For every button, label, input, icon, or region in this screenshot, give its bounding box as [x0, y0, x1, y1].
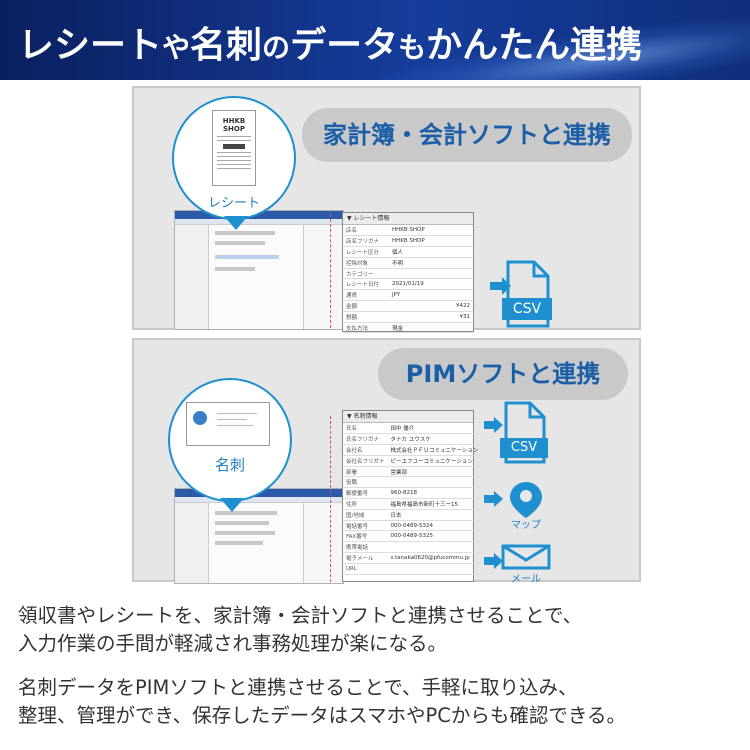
mail-icon: メール	[500, 544, 552, 585]
table-row: URL	[343, 563, 482, 575]
csv-file-icon: CSV	[500, 400, 548, 466]
arrow-right-icon	[484, 417, 503, 433]
business-card-description: 名刺データをPIMソフトと連携させることで、手軽に取り込み、 整理、管理ができ、…	[18, 676, 627, 727]
page-title: レシートや名刺のデータもかんたん連携	[18, 25, 643, 66]
table-row: 控除対象不明	[343, 257, 473, 269]
map-pin-icon: マップ	[506, 480, 546, 531]
table-row: 税額¥31	[343, 311, 473, 323]
business-card-integration-panel: PIMソフトと連携 名刺 ▼ 名刺情報 氏名田中 優介 氏名フリガナタナカ ユウ…	[132, 338, 641, 585]
table-row: レシート区分個人	[343, 246, 473, 258]
table-row: 金額¥422	[343, 300, 473, 312]
table-row: 役職	[343, 476, 482, 489]
arrow-right-icon	[490, 277, 511, 295]
table-row: 会社名フリガナピーエフユーコミュニケーション	[343, 455, 482, 467]
table-row: カテゴリー	[343, 268, 473, 280]
arrow-right-icon	[484, 553, 503, 569]
table-row: 携帯電話	[343, 541, 482, 554]
table-row: 国/地域日本	[343, 509, 482, 521]
table-row: 氏名フリガナタナカ ユウスケ	[343, 433, 482, 446]
table-row: 会社名株式会社ＰＦＵコミュニケーション	[343, 444, 482, 456]
header-banner: レシートや名刺のデータもかんたん連携	[0, 0, 750, 80]
receipt-label: レシート	[207, 196, 260, 211]
csv-file-icon: CSV	[502, 258, 552, 330]
receipt-description: 領収書やレシートを、家計簿・会計ソフトと連携させることで、 入力作業の手間が軽減…	[18, 604, 583, 655]
app-screenshot	[174, 210, 344, 330]
table-row: 住所福島県福島市新町十三ー15	[343, 498, 482, 510]
receipt-bubble: HHKB SHOP レシート	[172, 96, 296, 230]
table-row: 部署営業部	[343, 466, 482, 478]
arrow-right-icon	[484, 491, 503, 507]
app-screenshot	[174, 488, 344, 584]
receipt-image: HHKB SHOP	[212, 110, 256, 186]
business-card-image	[186, 402, 270, 446]
table-row: 支払方法現金	[343, 322, 473, 334]
pim-software-pill: PIMソフトと連携	[378, 348, 628, 400]
business-card-label: 名刺	[214, 456, 245, 474]
table-row: 氏名田中 優介	[343, 423, 482, 435]
accounting-software-pill: 家計簿・会計ソフトと連携	[302, 108, 632, 162]
business-card-info-table: ▼ 名刺情報 氏名田中 優介 氏名フリガナタナカ ユウスケ 会社名株式会社ＰＦＵ…	[342, 410, 482, 582]
business-card-bubble: 名刺	[168, 378, 292, 512]
